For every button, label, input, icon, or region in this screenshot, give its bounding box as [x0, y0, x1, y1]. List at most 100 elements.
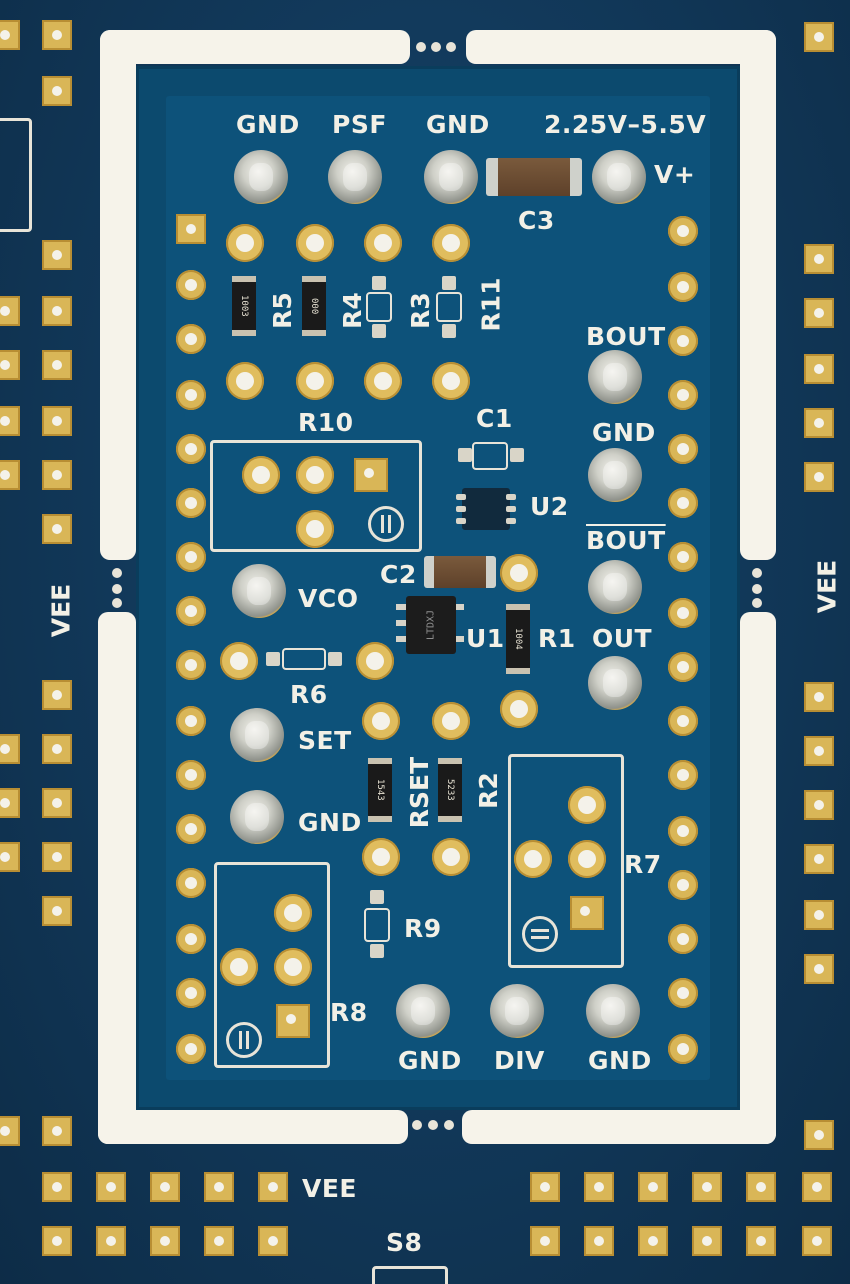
edge-pad	[0, 406, 20, 436]
header-pin	[668, 488, 698, 518]
via-pad	[500, 554, 538, 592]
edge-pad	[42, 20, 72, 50]
header-pin	[176, 434, 206, 464]
edge-pad	[584, 1226, 614, 1256]
header-pin	[176, 488, 206, 518]
label-vee-right: VEE	[812, 559, 842, 614]
trimpot-pin	[274, 948, 312, 986]
label-psf: PSF	[332, 110, 387, 139]
rset-pad	[362, 702, 400, 740]
mousebite	[428, 1120, 438, 1130]
label-u2: U2	[530, 492, 569, 521]
r10-pad	[296, 224, 334, 262]
label-gnd-right: GND	[592, 418, 656, 447]
u1-leg	[396, 604, 406, 610]
label-r10: R10	[298, 408, 354, 437]
label-r6: R6	[290, 680, 328, 709]
edge-pad	[42, 406, 72, 436]
rset-pad	[362, 838, 400, 876]
label-r4: R4	[337, 292, 367, 329]
trimpot-pin	[242, 456, 280, 494]
resistor-rset: 1543	[368, 758, 392, 822]
header-pin-1	[176, 214, 206, 244]
edge-pad	[0, 20, 20, 50]
header-pin	[176, 596, 206, 626]
r11-outline	[436, 292, 462, 322]
header-pin	[176, 324, 206, 354]
edge-pad	[804, 244, 834, 274]
label-vee-left: VEE	[46, 583, 76, 638]
label-c2: C2	[380, 560, 417, 589]
trimpot-pin	[296, 456, 334, 494]
slot-top-right	[466, 30, 776, 64]
label-r1: R1	[538, 624, 576, 653]
edge-pad	[42, 460, 72, 490]
trimpot-pin	[568, 840, 606, 878]
edge-pad	[96, 1226, 126, 1256]
edge-pad	[42, 1172, 72, 1202]
edge-pad	[42, 76, 72, 106]
header-pin	[668, 706, 698, 736]
test-post-set	[230, 708, 284, 762]
r10-pad	[364, 362, 402, 400]
edge-pad	[804, 954, 834, 984]
mousebite	[112, 584, 122, 594]
edge-pad	[42, 896, 72, 926]
header-pin	[668, 216, 698, 246]
edge-pad	[692, 1172, 722, 1202]
test-post-out	[588, 656, 642, 710]
c1-pad	[458, 448, 472, 462]
label-r9: R9	[404, 914, 442, 943]
label-div: DIV	[494, 1046, 545, 1075]
edge-pad	[804, 22, 834, 52]
test-post-gnd-top-1	[234, 150, 288, 204]
slot-left-lower	[98, 612, 136, 1144]
u2-pad	[506, 494, 516, 500]
label-vee-bottom: VEE	[302, 1174, 358, 1203]
label-vco: VCO	[298, 584, 359, 613]
header-pin	[176, 924, 206, 954]
edge-pad	[804, 462, 834, 492]
edge-pad	[96, 1172, 126, 1202]
edge-pad	[804, 844, 834, 874]
header-pin	[176, 380, 206, 410]
c1-pad	[510, 448, 524, 462]
header-pin	[176, 650, 206, 680]
resistor-r2: 5233	[438, 758, 462, 822]
trimpot-pin-1	[354, 458, 388, 492]
ic-u1: LTDXJ	[406, 596, 456, 654]
label-bout: BOUT	[586, 322, 666, 351]
edge-pad	[804, 790, 834, 820]
header-pin	[176, 542, 206, 572]
edge-pad	[42, 680, 72, 710]
r6-outline	[282, 648, 326, 670]
test-post-div	[490, 984, 544, 1038]
slot-right-upper	[740, 30, 776, 560]
edge-pad	[42, 842, 72, 872]
header-pin	[668, 434, 698, 464]
mousebite	[412, 1120, 422, 1130]
test-post-vco	[232, 564, 286, 618]
header-pin	[668, 816, 698, 846]
edge-pad	[0, 350, 20, 380]
label-s8: S8	[386, 1228, 423, 1257]
r9-pad	[370, 890, 384, 904]
u1-leg	[454, 636, 464, 642]
r10-pad	[296, 362, 334, 400]
r10-pad	[432, 362, 470, 400]
edge-pad	[804, 900, 834, 930]
capacitor-c3	[486, 158, 582, 196]
mousebite	[431, 42, 441, 52]
edge-pad	[638, 1226, 668, 1256]
edge-pad	[804, 298, 834, 328]
label-rset: RSET	[405, 756, 435, 829]
edge-pad	[150, 1172, 180, 1202]
header-pin	[176, 814, 206, 844]
r10-pad	[226, 224, 264, 262]
r9-outline	[364, 908, 390, 942]
edge-pad	[692, 1226, 722, 1256]
label-supply-range: 2.25V–5.5V	[544, 110, 707, 139]
header-pin	[176, 868, 206, 898]
edge-pad	[804, 682, 834, 712]
